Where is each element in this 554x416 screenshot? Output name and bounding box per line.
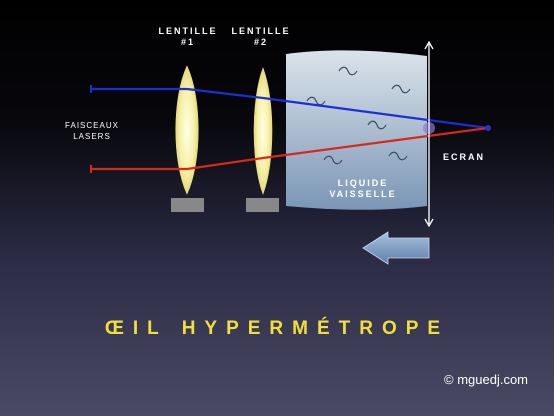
lens1-support [171, 198, 204, 212]
lens2-label-line1: LENTILLE [231, 26, 291, 36]
liquid-wave-icons [306, 66, 411, 165]
lasers-label-line1: FAISCEAUX [65, 121, 119, 130]
left-arrow-icon [362, 231, 430, 265]
focal-point [485, 125, 491, 131]
lasers-label-line2: LASERS [73, 132, 111, 141]
lens2-support [246, 198, 279, 212]
red-laser-ray [91, 126, 489, 171]
lens1-label-line1: LENTILLE [158, 26, 218, 36]
copyright-text: © mguedj.com [444, 372, 528, 387]
lasers-label: FAISCEAUX LASERS [52, 120, 132, 142]
lens-2 [253, 67, 273, 195]
liquid-label: LIQUIDE VAISSELLE [318, 178, 408, 200]
liquid-label-line2: VAISSELLE [329, 189, 397, 199]
lens1-label: LENTILLE #1 [155, 26, 221, 48]
screen-label: ECRAN [442, 152, 485, 162]
lens2-label-line2: #2 [253, 37, 268, 47]
lens1-label-line2: #1 [180, 37, 195, 47]
liquid-tank [286, 50, 427, 210]
lens-1 [175, 65, 199, 195]
page-title: ŒIL HYPERMÉTROPE [104, 318, 450, 339]
screen-line [424, 40, 434, 228]
liquid-label-line1: LIQUIDE [337, 178, 389, 188]
lens2-label: LENTILLE #2 [228, 26, 294, 48]
blue-laser-ray [91, 87, 489, 130]
